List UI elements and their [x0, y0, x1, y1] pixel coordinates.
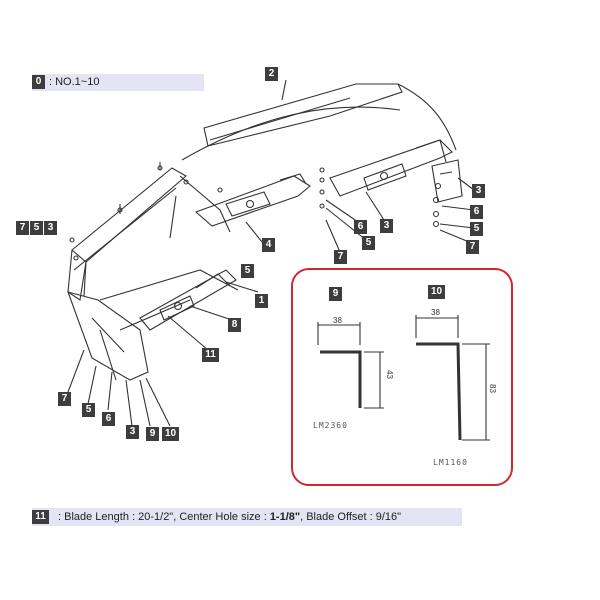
legend-bottom-text: : Blade Length : 20-1/2", Center Hole si… — [58, 510, 401, 525]
legend-prefix: : Blade Length : 20-1/2", Center Hole si… — [58, 511, 270, 523]
callout-11: 11 — [202, 348, 219, 362]
callout-7-mid: 7 — [334, 250, 347, 264]
callout-7-right: 7 — [466, 240, 479, 254]
dim-9-height: 43 — [385, 370, 394, 379]
callout-8: 8 — [228, 318, 241, 332]
callout-5-right: 5 — [470, 222, 483, 236]
dim-10-height: 83 — [488, 384, 497, 393]
callout-3a-left: 3 — [44, 221, 57, 235]
callout-7-bottom: 7 — [58, 392, 71, 406]
callout-3-mid: 3 — [380, 219, 393, 233]
callout-9-bottom: 9 — [146, 427, 159, 441]
callout-6-mid: 6 — [354, 220, 367, 234]
callout-10-bottom: 10 — [162, 427, 179, 441]
dim-10-width: 38 — [431, 308, 440, 317]
legend-top-badge: 0 — [32, 75, 45, 89]
callout-2: 2 — [265, 67, 278, 81]
dim-9-width: 38 — [333, 316, 342, 325]
detail-badge-10: 10 — [428, 285, 445, 299]
legend-top-text: : NO.1~10 — [49, 76, 100, 88]
callout-5-blade: 5 — [241, 264, 254, 278]
callout-6-bottom: 6 — [102, 412, 115, 426]
blade-detail-highlight — [291, 268, 513, 486]
blade-detail-drawings — [317, 315, 490, 441]
legend-top: 0 : NO.1~10 — [32, 74, 204, 91]
legend-hole-size: 1-1/8" — [269, 511, 301, 523]
callout-4: 4 — [262, 238, 275, 252]
callout-1: 1 — [255, 294, 268, 308]
legend-bottom: 11 : Blade Length : 20-1/2", Center Hole… — [32, 508, 462, 526]
detail-badge-9: 9 — [329, 287, 342, 301]
callout-6-right: 6 — [470, 205, 483, 219]
callout-5-bottom: 5 — [82, 403, 95, 417]
callout-7a-left: 7 — [16, 221, 29, 235]
part-code-10: LM1160 — [433, 458, 468, 467]
callout-5a-left: 5 — [30, 221, 43, 235]
legend-suffix: , Blade Offset : 9/16" — [300, 511, 402, 523]
callout-3-right: 3 — [472, 184, 485, 198]
part-code-9: LM2360 — [313, 421, 348, 430]
legend-bottom-badge: 11 — [32, 510, 49, 524]
callout-3-bottom: 3 — [126, 425, 139, 439]
callout-5-mid: 5 — [362, 236, 375, 250]
